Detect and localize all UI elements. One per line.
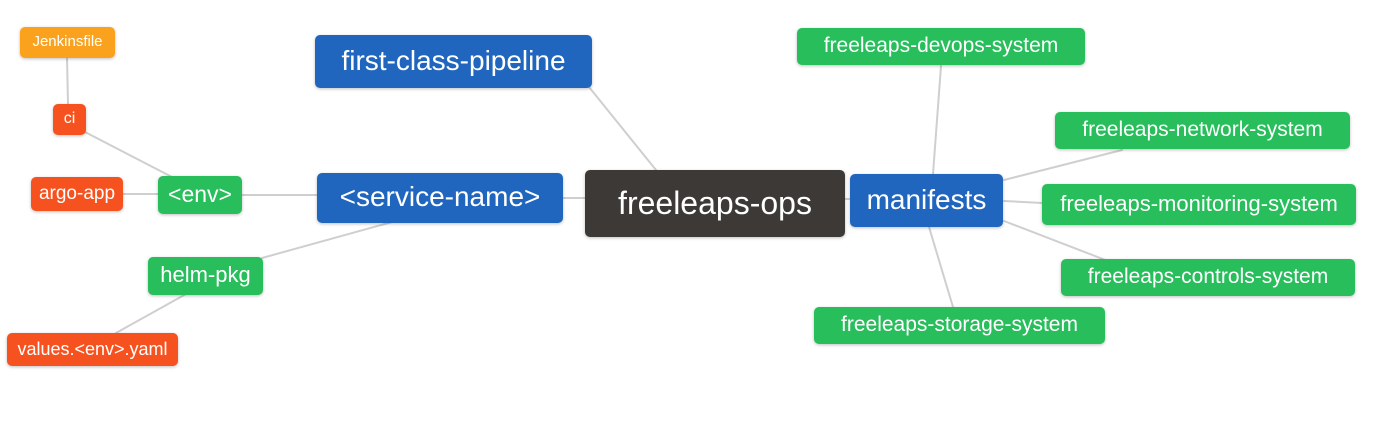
node-jenkinsfile[interactable]: Jenkinsfile bbox=[20, 27, 115, 58]
node-env[interactable]: <env> bbox=[158, 176, 242, 214]
edge-manifests-to-freeleaps-devops-system bbox=[932, 65, 942, 175]
edge-ci-to-env bbox=[84, 131, 173, 178]
node-argo-app[interactable]: argo-app bbox=[31, 177, 123, 211]
node-label-manifests: manifests bbox=[866, 183, 987, 215]
node-label-env: <env> bbox=[168, 180, 232, 207]
node-label-values-env-yaml: values.<env>.yaml bbox=[17, 338, 168, 359]
node-service-name[interactable]: <service-name> bbox=[317, 173, 563, 223]
node-freeleaps-storage-system[interactable]: freeleaps-storage-system bbox=[814, 307, 1105, 344]
node-label-freeleaps-storage-system: freeleaps-storage-system bbox=[841, 313, 1078, 336]
edge-manifests-to-freeleaps-storage-system bbox=[928, 226, 954, 308]
node-label-helm-pkg: helm-pkg bbox=[160, 262, 251, 287]
node-manifests[interactable]: manifests bbox=[850, 174, 1003, 227]
node-label-freeleaps-ops: freeleaps-ops bbox=[618, 184, 812, 221]
edge-manifests-to-freeleaps-monitoring-system bbox=[1003, 200, 1043, 204]
node-helm-pkg[interactable]: helm-pkg bbox=[148, 257, 263, 295]
node-label-freeleaps-monitoring-system: freeleaps-monitoring-system bbox=[1060, 190, 1338, 216]
node-freeleaps-ops[interactable]: freeleaps-ops bbox=[585, 170, 845, 237]
node-first-class-pipeline[interactable]: first-class-pipeline bbox=[315, 35, 592, 88]
node-label-freeleaps-controls-system: freeleaps-controls-system bbox=[1087, 265, 1329, 288]
node-ci[interactable]: ci bbox=[53, 104, 86, 135]
edge-first-class-pipeline-to-freeleaps-ops bbox=[588, 86, 657, 171]
node-values-env-yaml[interactable]: values.<env>.yaml bbox=[7, 333, 178, 366]
edge-manifests-to-freeleaps-controls-system bbox=[1003, 220, 1109, 262]
edge-values-env-yaml-to-helm-pkg bbox=[115, 293, 187, 334]
node-label-first-class-pipeline: first-class-pipeline bbox=[341, 44, 566, 76]
edge-helm-pkg-to-service-name bbox=[261, 221, 393, 259]
node-freeleaps-controls-system[interactable]: freeleaps-controls-system bbox=[1061, 259, 1355, 296]
node-freeleaps-network-system[interactable]: freeleaps-network-system bbox=[1055, 112, 1350, 149]
node-label-freeleaps-devops-system: freeleaps-devops-system bbox=[823, 34, 1059, 57]
edge-manifests-to-freeleaps-network-system bbox=[1003, 149, 1123, 181]
node-label-ci: ci bbox=[63, 109, 76, 127]
node-freeleaps-devops-system[interactable]: freeleaps-devops-system bbox=[797, 28, 1085, 65]
edge-jenkinsfile-to-ci bbox=[66, 57, 69, 105]
node-label-freeleaps-network-system: freeleaps-network-system bbox=[1082, 118, 1323, 141]
node-label-service-name: <service-name> bbox=[339, 181, 541, 212]
node-label-argo-app: argo-app bbox=[38, 182, 116, 204]
node-label-jenkinsfile: Jenkinsfile bbox=[32, 33, 103, 50]
node-freeleaps-monitoring-system[interactable]: freeleaps-monitoring-system bbox=[1042, 184, 1356, 225]
